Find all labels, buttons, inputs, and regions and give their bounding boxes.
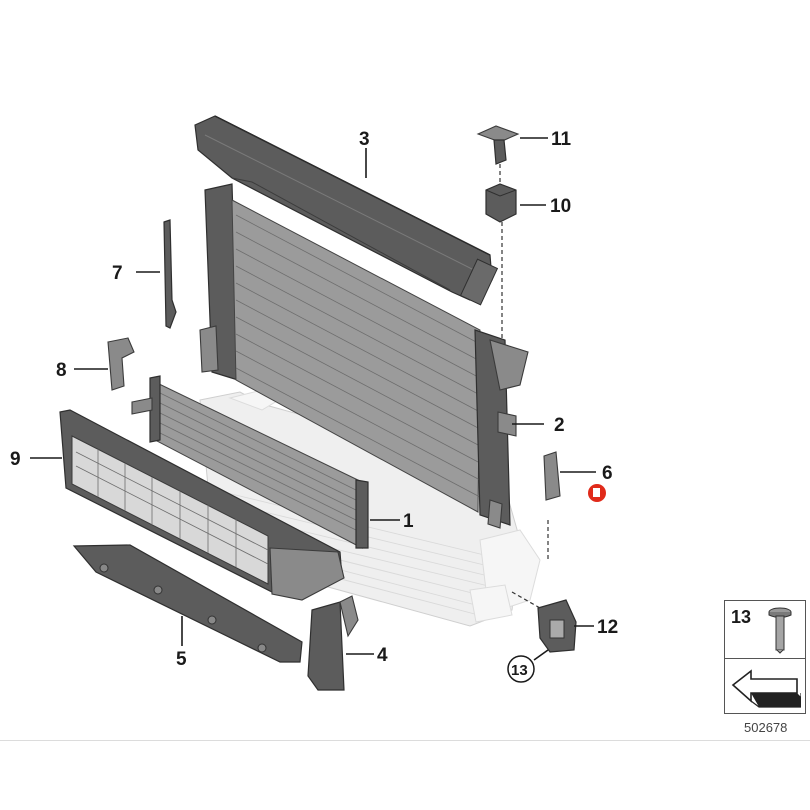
part-4-side-air-guide: [307, 595, 359, 691]
callout-13-circled: 13: [507, 655, 535, 683]
callout-9: 9: [10, 449, 21, 470]
legend-divider: [725, 658, 805, 659]
callout-6: 6: [602, 463, 613, 484]
arrow-icon: [731, 669, 801, 708]
callout-11: 11: [551, 129, 572, 150]
part-10-rubber-mount: [485, 183, 517, 223]
callout-5: 5: [176, 649, 187, 670]
callout-1: 1: [403, 511, 414, 532]
callout-7: 7: [112, 263, 123, 284]
svg-text:13: 13: [511, 662, 528, 679]
legend-item-number: 13: [731, 607, 752, 627]
part-1-auxiliary-cooler: [131, 375, 369, 549]
bottom-rule: [0, 740, 810, 741]
part-11-clip: [476, 125, 520, 165]
part-3-air-duct: [194, 115, 499, 306]
part-8-bracket: [107, 337, 135, 391]
callout-10: 10: [550, 196, 571, 217]
callout-3: 3: [359, 129, 370, 150]
part-12-mount-bracket: [537, 599, 577, 653]
callout-4: 4: [377, 645, 388, 666]
part-6-bracket: [543, 451, 606, 502]
callout-8: 8: [56, 360, 67, 381]
part-5-lower-deflector: [72, 544, 303, 663]
callout-12: 12: [597, 617, 618, 638]
part-9-grille: [59, 409, 345, 601]
legend-box: 13: [724, 600, 806, 714]
part-2-radiator: [199, 183, 529, 529]
reference-number: 502678: [744, 720, 788, 735]
bolt-icon: [768, 607, 792, 654]
callout-2: 2: [554, 415, 565, 436]
part-7-seal-strip: [163, 219, 177, 329]
